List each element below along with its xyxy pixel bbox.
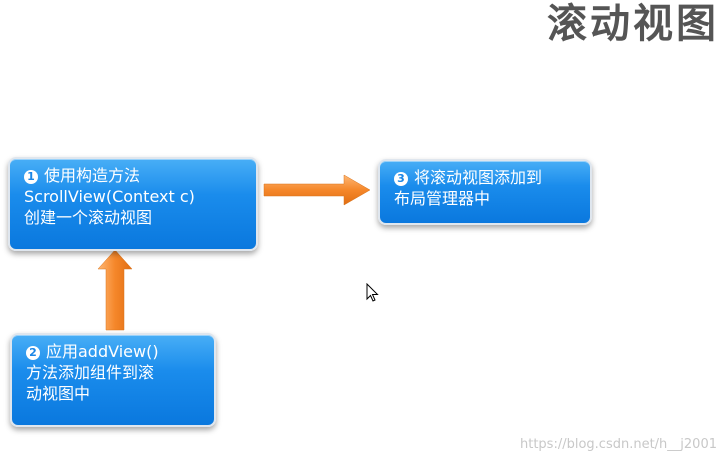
step-2-line-1: 2 应用addView() [26, 341, 204, 362]
step-number-badge: 2 [26, 346, 40, 360]
step-1-box: 1 使用构造方法 ScrollView(Context c) 创建一个滚动视图 [8, 157, 258, 251]
watermark: https://blog.csdn.net/h__j2001 [520, 437, 717, 452]
page-title: 滚动视图 [547, 1, 719, 47]
step-2-box: 2 应用addView() 方法添加组件到滚 动视图中 [10, 333, 216, 427]
step-3-line-1: 3 将滚动视图添加到 [394, 167, 580, 188]
step-number-badge: 1 [24, 170, 38, 184]
step-3-box: 3 将滚动视图添加到 布局管理器中 [378, 159, 592, 225]
step-1-text-1: 使用构造方法 [44, 166, 141, 185]
step-1-line-1: 1 使用构造方法 [24, 165, 246, 186]
arrow-right-step1-to-step3 [263, 174, 371, 206]
step-3-text-1: 将滚动视图添加到 [414, 168, 543, 187]
step-2-text-1: 应用addView() [46, 342, 159, 361]
arrow-up-step2-to-step1 [97, 249, 133, 331]
step-2-line-3: 动视图中 [26, 384, 91, 403]
step-2-line-2: 方法添加组件到滚 [26, 363, 155, 382]
step-1-line-3: 创建一个滚动视图 [24, 208, 153, 227]
step-3-line-2: 布局管理器中 [394, 189, 491, 208]
step-number-badge: 3 [394, 172, 408, 186]
step-1-line-2: ScrollView(Context c) [24, 187, 195, 206]
mouse-cursor-icon [366, 283, 379, 302]
